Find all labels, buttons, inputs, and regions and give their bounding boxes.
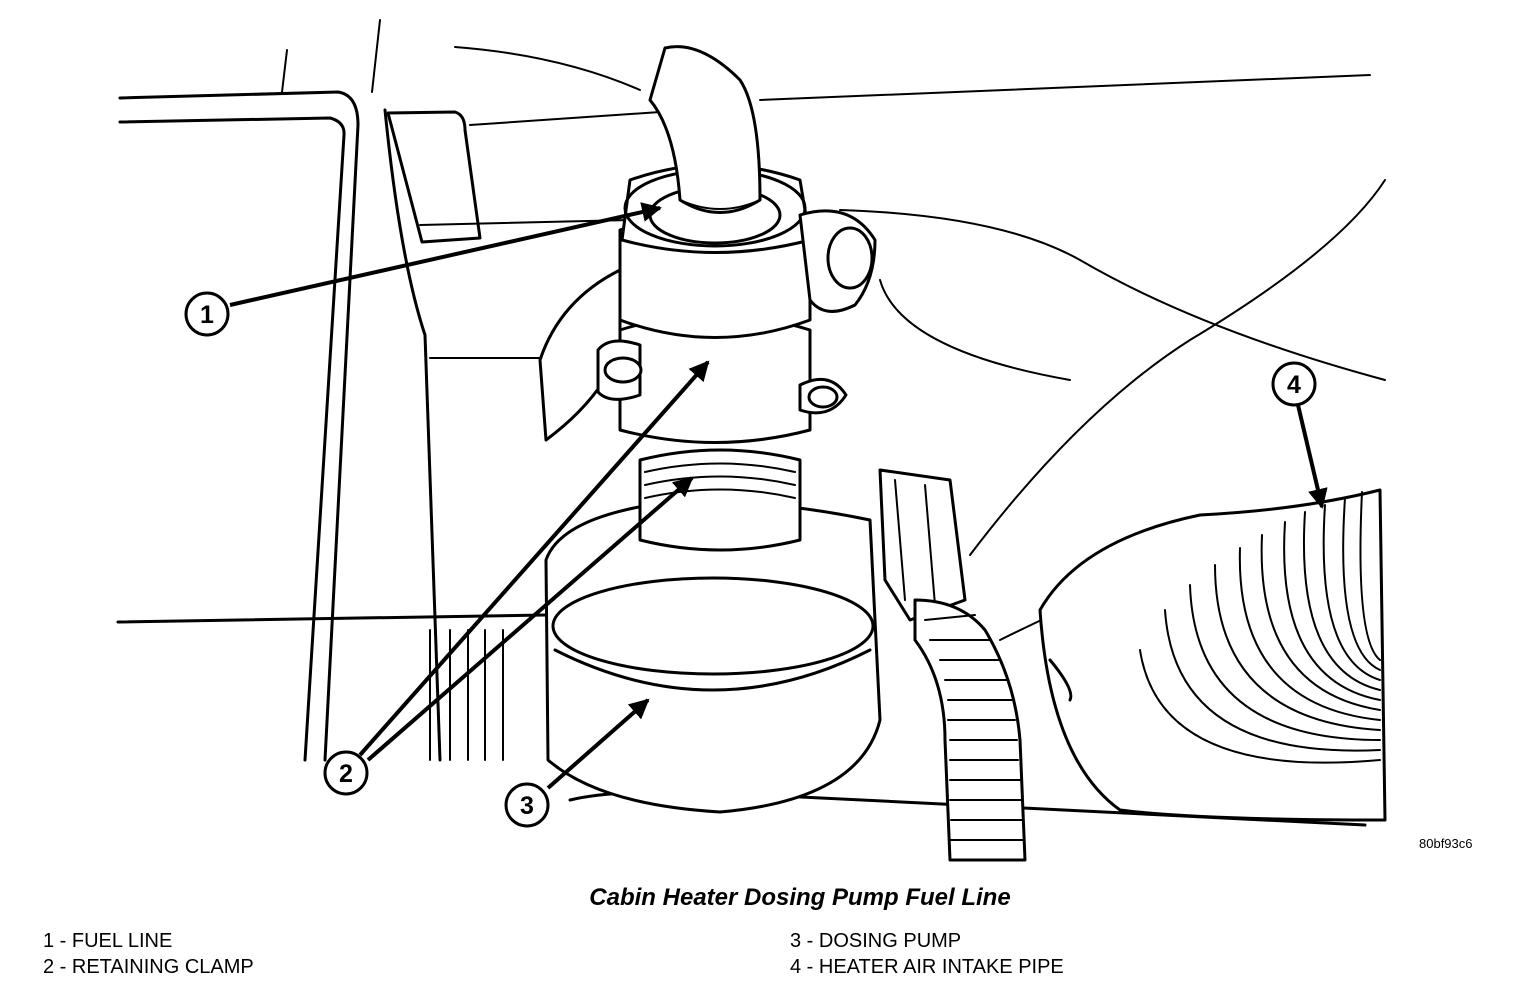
legend-item-retaining-clamp: 2 - RETAINING CLAMP [43, 956, 254, 978]
leader-intake-pipe [1296, 404, 1328, 509]
heater-air-intake-pipe [1038, 488, 1387, 822]
callout-2-number: 2 [339, 760, 353, 788]
legend-item-dosing-pump: 3 - DOSING PUMP [790, 930, 962, 952]
callout-1-number: 1 [200, 301, 214, 329]
callout-2: 2 [323, 750, 369, 796]
leader-dosing-pump [546, 698, 650, 790]
legend-item-heater-air-intake-pipe: 4 - HEATER AIR INTAKE PIPE [790, 956, 1064, 978]
leader-clamp-upper [358, 360, 710, 757]
leader-lines [229, 202, 1328, 790]
fuel-line-hose [648, 45, 762, 214]
callout-3: 3 [504, 782, 550, 828]
dosing-pump-illustration: 1 2 3 4 [116, 19, 1387, 862]
callout-4-number: 4 [1287, 371, 1301, 399]
figure-caption: Cabin Heater Dosing Pump Fuel Line [589, 884, 1011, 911]
leader-fuel-line [229, 202, 662, 307]
leader-clamp-lower [366, 476, 694, 762]
legend-right-column: 3 - DOSING PUMP 4 - HEATER AIR INTAKE PI… [790, 928, 1064, 980]
callout-1: 1 [184, 291, 230, 337]
wire-harness [913, 598, 1027, 862]
callout-3-number: 3 [520, 792, 534, 820]
legend-left-column: 1 - FUEL LINE 2 - RETAINING CLAMP [43, 928, 254, 980]
callout-4: 4 [1271, 361, 1317, 407]
dosing-pump [538, 163, 967, 814]
figure-code: 80bf93c6 [1419, 836, 1473, 851]
legend-item-fuel-line: 1 - FUEL LINE [43, 930, 173, 952]
